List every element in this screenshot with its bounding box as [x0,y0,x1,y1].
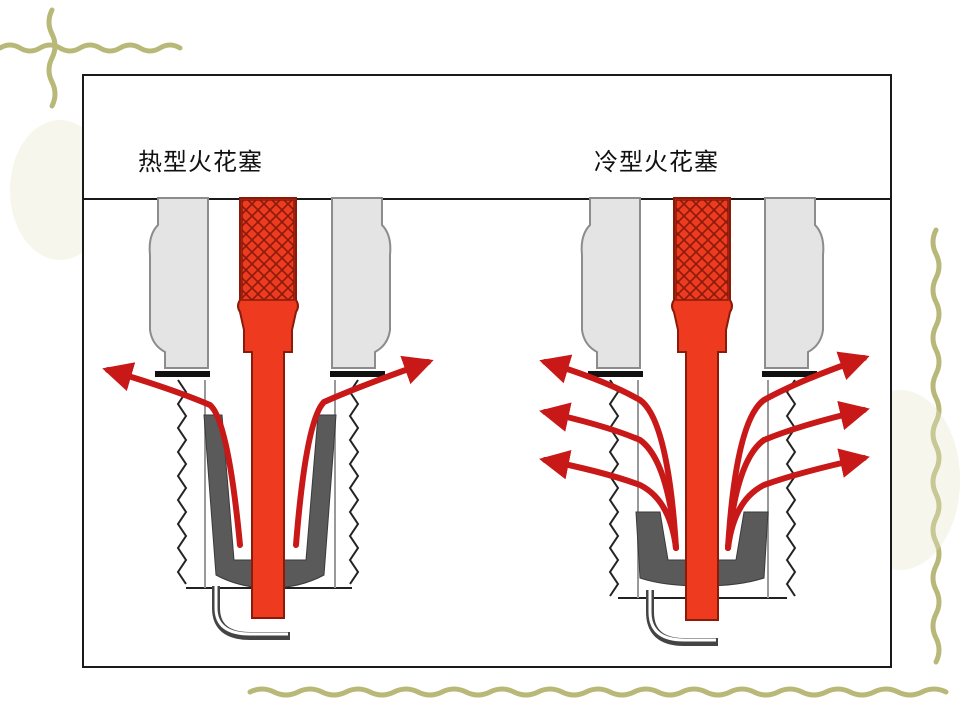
hot-arrow-left [102,362,243,548]
cold-arrow-left-1 [539,354,679,551]
cold-spark-plug [539,197,870,646]
vine-bottom [247,686,949,698]
cold-spark-plug-label: 冷型火花塞 [594,148,719,176]
cold-arrow-right-1 [725,351,870,551]
hot-terminal-mesh [241,199,295,301]
hot-heat-arrows [102,355,434,548]
cold-arrow-left-3 [539,449,679,551]
cold-arrow-left-2 [539,402,679,551]
hot-ceramic-body [148,197,392,369]
cold-inner-shell [637,380,769,598]
cold-arrow-right-3 [725,448,870,551]
cold-arrow-right-2 [725,400,870,551]
cold-center-electrode [671,197,733,621]
cold-ceramic-body [580,197,825,369]
hot-arrow-right [293,355,434,548]
panel-header: 热型火花塞 冷型火花塞 [84,76,890,200]
hot-spark-plug-label: 热型火花塞 [138,148,263,176]
hot-spark-plug [102,197,434,640]
hot-center-electrode [237,197,299,619]
vine-top-left [0,42,183,54]
cold-terminal-mesh [675,199,729,301]
vine-right-vertical [930,227,942,665]
vine-left-vertical [46,7,58,109]
cold-heat-arrows [539,351,870,551]
